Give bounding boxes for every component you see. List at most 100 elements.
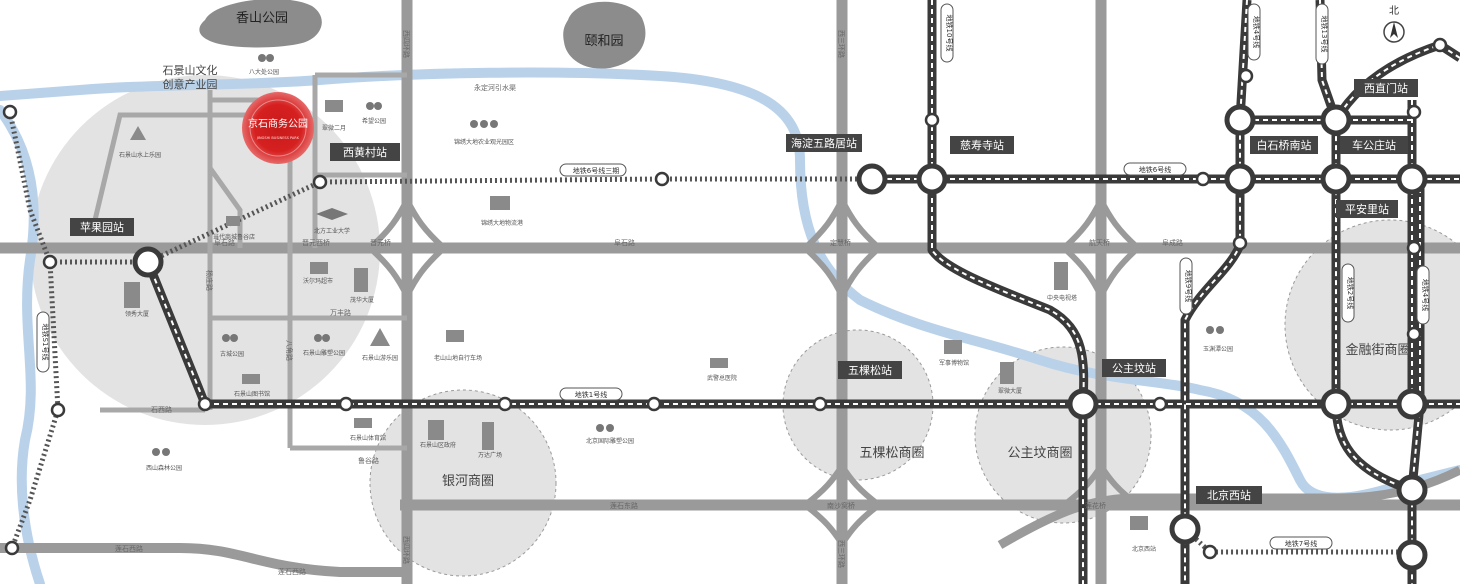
station-xizhimen[interactable]: 西直门站: [1354, 79, 1418, 97]
minor-station-dots: [2, 37, 1448, 560]
road-fushi-1: 阜石路: [214, 238, 235, 247]
svg-text:锦绣大地物流港: 锦绣大地物流港: [481, 219, 523, 227]
svg-text:老山山地自行车场: 老山山地自行车场: [434, 354, 482, 362]
poi-item: 军事博物馆: [939, 340, 969, 367]
road-shixi: 石西路: [151, 405, 172, 414]
district-gongzhufen-label: 公主坟商圈: [1007, 446, 1072, 461]
line-label-4b-text: 地铁4号线: [1421, 279, 1430, 311]
station-xizhimen-label: 西直门站: [1364, 81, 1408, 95]
road-xisihuan-top: 西四环路: [402, 30, 411, 58]
line-label-1: 地铁1号线: [559, 387, 623, 401]
poi-item: 石景山雕塑公园: [303, 334, 345, 357]
svg-text:西山森林公园: 西山森林公园: [146, 464, 182, 472]
poi-item: 沃尔玛超市: [303, 262, 333, 285]
svg-text:古城公园: 古城公园: [220, 350, 244, 358]
line-label-4: 地铁4号线: [1247, 3, 1261, 61]
road-fucheng: 阜成路: [1162, 238, 1183, 247]
road-xisanhuan-top: 西三环路: [837, 30, 846, 58]
line-label-4b: 地铁4号线: [1416, 265, 1430, 325]
station-pingguoyuan[interactable]: 苹果园站: [70, 218, 134, 236]
road-xisihuan-bottom: 西四环路: [402, 536, 411, 564]
station-pingguoyuan-label: 苹果园站: [80, 220, 124, 234]
line-label-13-text: 地铁13号线: [1320, 16, 1329, 53]
station-cishousi[interactable]: 慈寿寺站: [950, 136, 1014, 154]
station-baishiqiao-south[interactable]: 白石桥南站: [1250, 136, 1318, 154]
svg-text:石景山雕塑公园: 石景山雕塑公园: [303, 349, 345, 357]
station-haidian-wuluju[interactable]: 海淀五路居站: [786, 134, 862, 152]
station-gongzhufen[interactable]: 公主坟站: [1102, 359, 1166, 377]
road-lugu: 鲁谷路: [358, 456, 379, 465]
compass: 北: [1383, 5, 1405, 43]
line-label-4-text: 地铁4号线: [1252, 16, 1261, 48]
svg-text:中央电视塔: 中央电视塔: [1047, 294, 1077, 302]
line-label-13: 地铁13号线: [1315, 3, 1329, 65]
station-pinganli-label: 平安里站: [1345, 202, 1389, 216]
line-label-s1: 地铁S1号线: [36, 311, 50, 373]
svg-text:翠微二月: 翠微二月: [322, 124, 346, 132]
station-beijingxi[interactable]: 北京西站: [1196, 486, 1262, 504]
svg-text:沃尔玛超市: 沃尔玛超市: [303, 277, 333, 285]
district-labels: 石景山文化 创意产业园 银河商圈 五棵松商圈 公主坟商圈 金融街商圈: [163, 63, 1411, 489]
station-haidian-wuluju-label: 海淀五路居站: [791, 136, 857, 150]
road-hangtian: 航天桥: [1089, 238, 1110, 247]
road-labels: 西四环路 西四环路 西三环路 西三环路 阜石路 晋元西桥 晋元桥 阜石路 定慧桥…: [115, 30, 1183, 576]
line-label-7: 地铁7号线: [1269, 536, 1333, 550]
svg-text:八大处公园: 八大处公园: [249, 68, 279, 76]
line-label-6-phase3: 地铁6号线三期: [559, 163, 627, 177]
svg-text:万达广场: 万达广场: [478, 451, 502, 459]
road-lianshi-west: 莲石西路: [115, 544, 143, 553]
poi-item: 北京西站: [1130, 516, 1156, 553]
station-pinganli[interactable]: 平安里站: [1336, 200, 1398, 218]
poi-item: 石景山水上乐园: [119, 126, 161, 159]
station-chegongzhuang[interactable]: 车公庄站: [1340, 136, 1408, 154]
line-label-6: 地铁6号线: [1123, 162, 1187, 176]
station-dots: [132, 104, 1428, 571]
road-nansha: 南沙窝桥: [827, 501, 855, 510]
station-labels: 苹果园站 西黄村站 海淀五路居站 慈寿寺站 白石桥南站 车公庄站 西直门站 平: [70, 79, 1418, 504]
parks: [199, 0, 646, 69]
poi-item: 石景山体育馆: [350, 418, 386, 442]
park-xiangshan-label: 香山公园: [236, 11, 288, 26]
svg-text:石景山图书馆: 石景山图书馆: [234, 390, 270, 398]
poi-item: 万达广场: [478, 422, 502, 459]
poi-item: 希望公园: [362, 102, 386, 125]
svg-text:石景山体育馆: 石景山体育馆: [350, 434, 386, 442]
district-shijingshan-label-2: 创意产业园: [163, 77, 218, 91]
svg-text:翠微大厦: 翠微大厦: [998, 387, 1022, 395]
poi-item: 北京国际雕塑公园: [586, 424, 634, 445]
line-label-6-phase3-text: 地铁6号线三期: [573, 166, 619, 175]
compass-label: 北: [1389, 5, 1399, 17]
poi-item: 石景山图书馆: [234, 374, 270, 398]
road-dinghui: 定慧桥: [830, 238, 851, 247]
station-cishousi-label: 慈寿寺站: [960, 138, 1004, 152]
district-jinrongjie-label: 金融街商圈: [1345, 342, 1410, 358]
svg-text:石景山游乐园: 石景山游乐园: [362, 354, 398, 362]
district-circle-yinhe: [369, 389, 557, 577]
svg-text:北京国际雕塑公园: 北京国际雕塑公园: [586, 437, 634, 445]
poi-item: 八大处公园: [249, 54, 279, 76]
station-gongzhufen-label: 公主坟站: [1112, 361, 1156, 375]
station-xihuangcun[interactable]: 西黄村站: [330, 143, 400, 161]
compass-arrow-icon: [1390, 22, 1398, 38]
pois: 石景山水上乐园 八大处公园 希望公园 翠微二月 当代商城鲁谷店 北方工业大学 锦…: [119, 54, 1233, 553]
svg-text:石景山水上乐园: 石景山水上乐园: [119, 151, 161, 159]
station-wukesong-label: 五棵松站: [848, 363, 892, 377]
line-label-2: 地铁2号线: [1341, 263, 1355, 323]
svg-text:当代商城鲁谷店: 当代商城鲁谷店: [213, 233, 255, 241]
station-wukesong[interactable]: 五棵松站: [838, 361, 902, 379]
project-sublabel: JINGSHI BUSINESS PARK: [256, 136, 300, 140]
poi-item: 西山森林公园: [146, 448, 182, 472]
project-marker[interactable]: 京石商务公园 JINGSHI BUSINESS PARK: [242, 92, 314, 164]
poi-item: 北方工业大学: [314, 208, 350, 235]
poi-item: 锦绣大地物流港: [481, 196, 523, 227]
svg-text:北京西站: 北京西站: [1132, 545, 1156, 553]
road-lianhua: 莲花桥: [1085, 501, 1106, 510]
poi-item: 翠微二月: [322, 100, 346, 132]
road-jinyuan: 晋元桥: [370, 238, 391, 247]
svg-text:军事博物馆: 军事博物馆: [939, 359, 969, 367]
line-labels: 地铁6号线三期 地铁6号线 地铁1号线 地铁7号线 地铁10号线 地铁4号线 地…: [36, 3, 1430, 550]
poi-item: 古城公园: [220, 334, 244, 358]
park-xiangshan-shape: [199, 0, 322, 48]
road-fushi-2: 阜石路: [614, 238, 635, 247]
